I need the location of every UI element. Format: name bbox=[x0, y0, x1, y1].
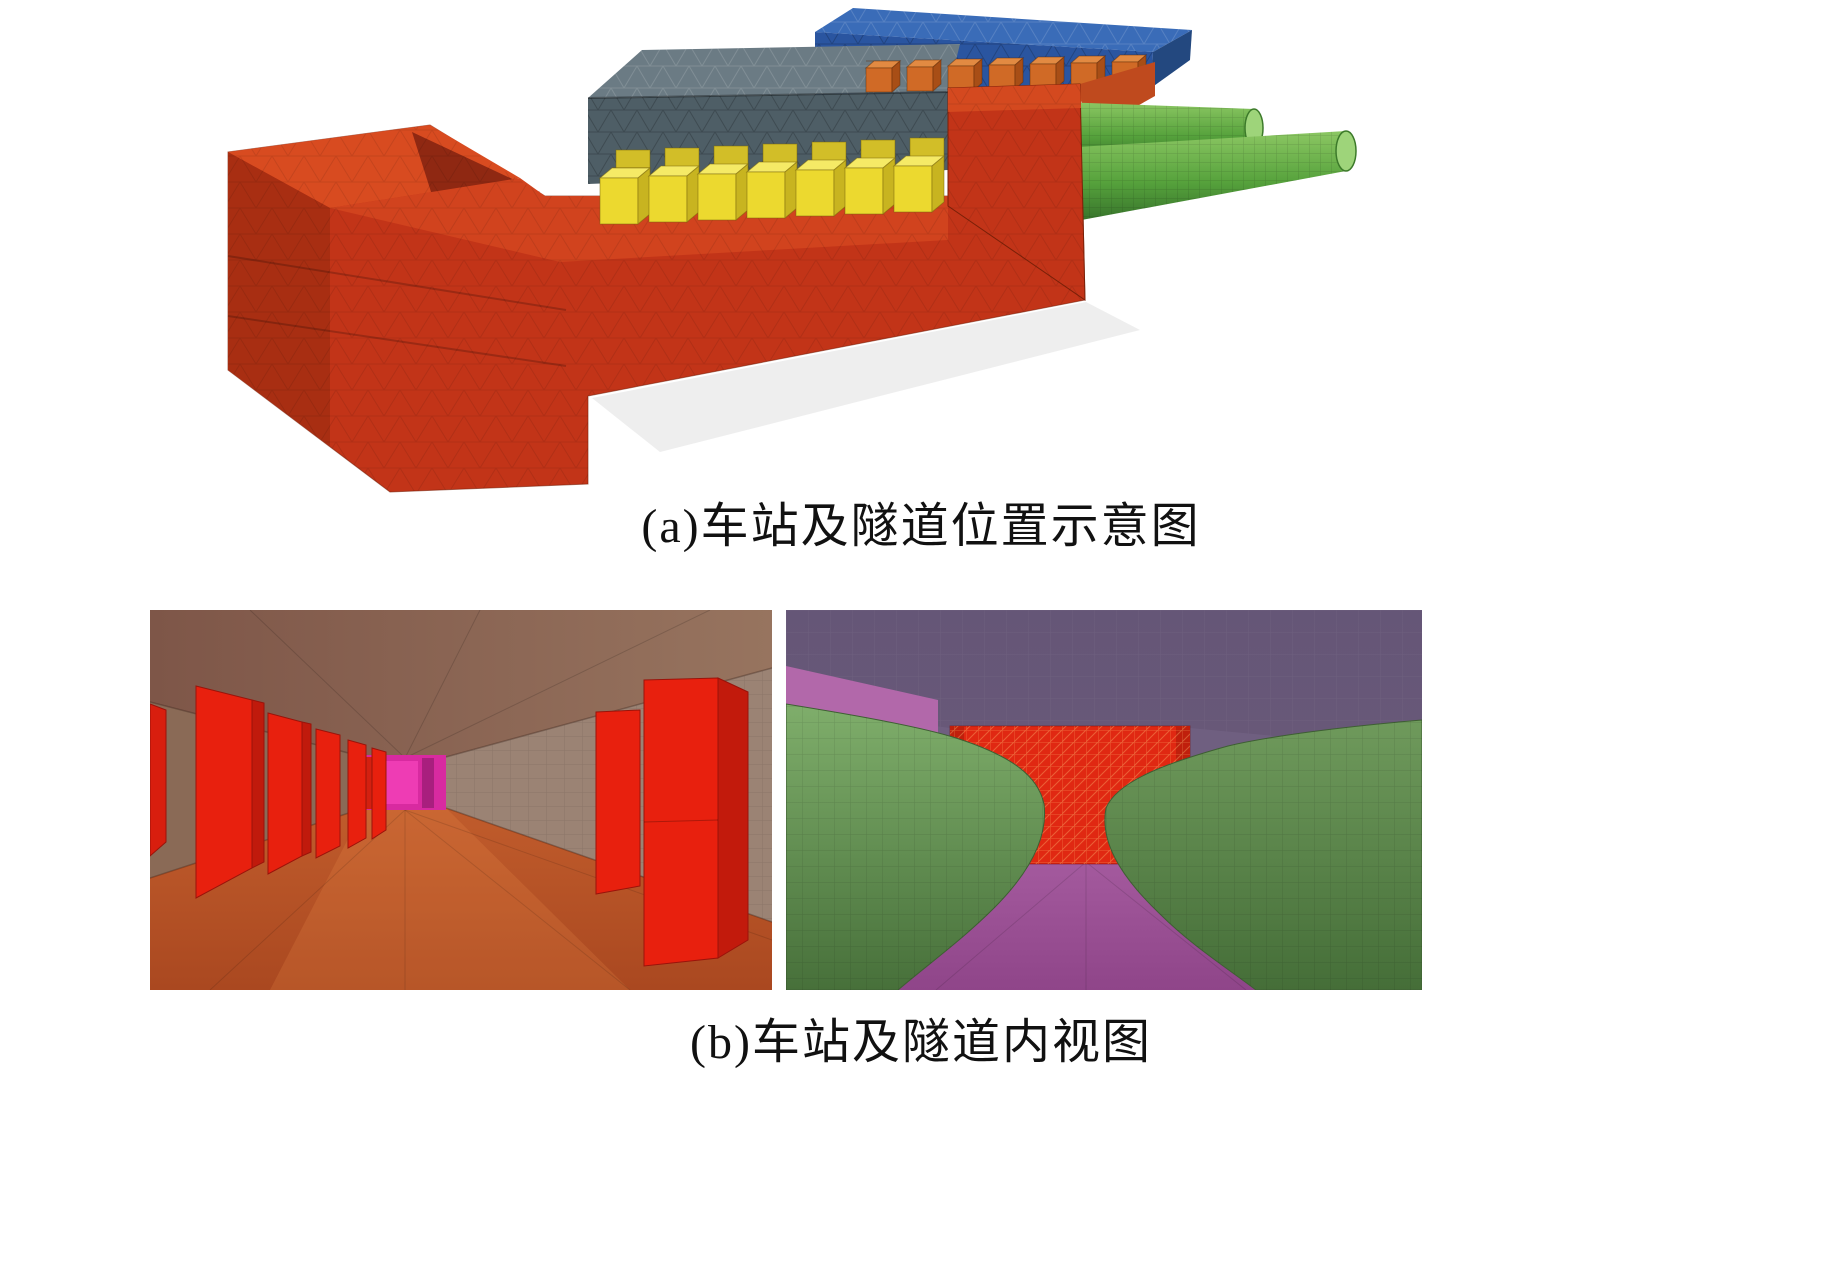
gray-edge-line bbox=[587, 91, 949, 99]
wall-mesh bbox=[948, 84, 1085, 300]
ceiling-seams bbox=[249, 610, 711, 759]
right-column-seam bbox=[643, 819, 719, 823]
panel-station-interior bbox=[150, 610, 772, 990]
left-column-1-side bbox=[251, 699, 265, 869]
yellow-pile bbox=[598, 166, 652, 226]
ground-shadow bbox=[592, 302, 1140, 452]
station-interior-view bbox=[150, 610, 772, 990]
soil-retaining-wall bbox=[947, 83, 1086, 301]
tunnel-pair-green bbox=[1060, 102, 1357, 224]
orange-pile bbox=[1028, 55, 1066, 90]
tunnel-wall-left bbox=[786, 703, 1046, 990]
blue-end-face bbox=[1151, 30, 1192, 88]
left-column-4 bbox=[347, 739, 367, 849]
right-column-big-side bbox=[717, 677, 749, 959]
yellow-pile bbox=[794, 158, 848, 218]
tunnel-wall-right bbox=[1104, 719, 1422, 990]
yellow-pile bbox=[696, 162, 750, 222]
floor-light-streak bbox=[270, 808, 630, 990]
tunnel-ceiling-mesh bbox=[786, 610, 1422, 750]
tunnel-wall-right-mesh bbox=[1104, 720, 1422, 990]
end-wall-red-sliver bbox=[364, 757, 372, 809]
left-column-3 bbox=[315, 728, 341, 859]
pile-rows-yellow bbox=[598, 137, 946, 226]
tunnel-lower bbox=[1060, 130, 1357, 224]
yellow-pile bbox=[745, 160, 799, 220]
floor-seams bbox=[935, 861, 1247, 990]
blue-top-mesh bbox=[815, 8, 1192, 52]
gray-top-mesh bbox=[588, 44, 960, 98]
orange-pile bbox=[905, 58, 943, 93]
caption-b: (b)车站及隧道内视图 bbox=[690, 1016, 1152, 1069]
tunnel-lower-mesh bbox=[1060, 131, 1346, 224]
left-column-1 bbox=[195, 685, 253, 899]
caption-a: (a)车站及隧道位置示意图 bbox=[641, 500, 1201, 553]
orange-pile bbox=[864, 59, 902, 94]
columns-left bbox=[150, 685, 387, 899]
yellow-pile bbox=[647, 164, 701, 224]
panel-tunnel-interior bbox=[786, 610, 1422, 990]
orange-pile bbox=[946, 57, 984, 92]
end-wall-dark-stripe bbox=[422, 758, 434, 808]
columns-right bbox=[595, 677, 749, 967]
yellow-pile bbox=[892, 154, 946, 214]
soil-mesh-overlay bbox=[228, 86, 1085, 492]
column-edge-sliver bbox=[150, 703, 167, 857]
tunnel-lower-end-cap bbox=[1335, 130, 1357, 172]
orange-pile bbox=[987, 56, 1025, 91]
left-column-2-side bbox=[301, 721, 312, 857]
right-column-mid bbox=[595, 709, 641, 895]
left-column-5 bbox=[371, 747, 387, 840]
model-location-view bbox=[227, 8, 1357, 493]
left-column-2 bbox=[267, 712, 303, 875]
panel-3d-overview bbox=[0, 0, 1842, 500]
tunnel-interior-view bbox=[786, 610, 1422, 990]
interior-ceiling bbox=[150, 610, 772, 757]
yellow-pile bbox=[843, 156, 897, 216]
tunnel-wall-left-mesh bbox=[786, 704, 1045, 990]
